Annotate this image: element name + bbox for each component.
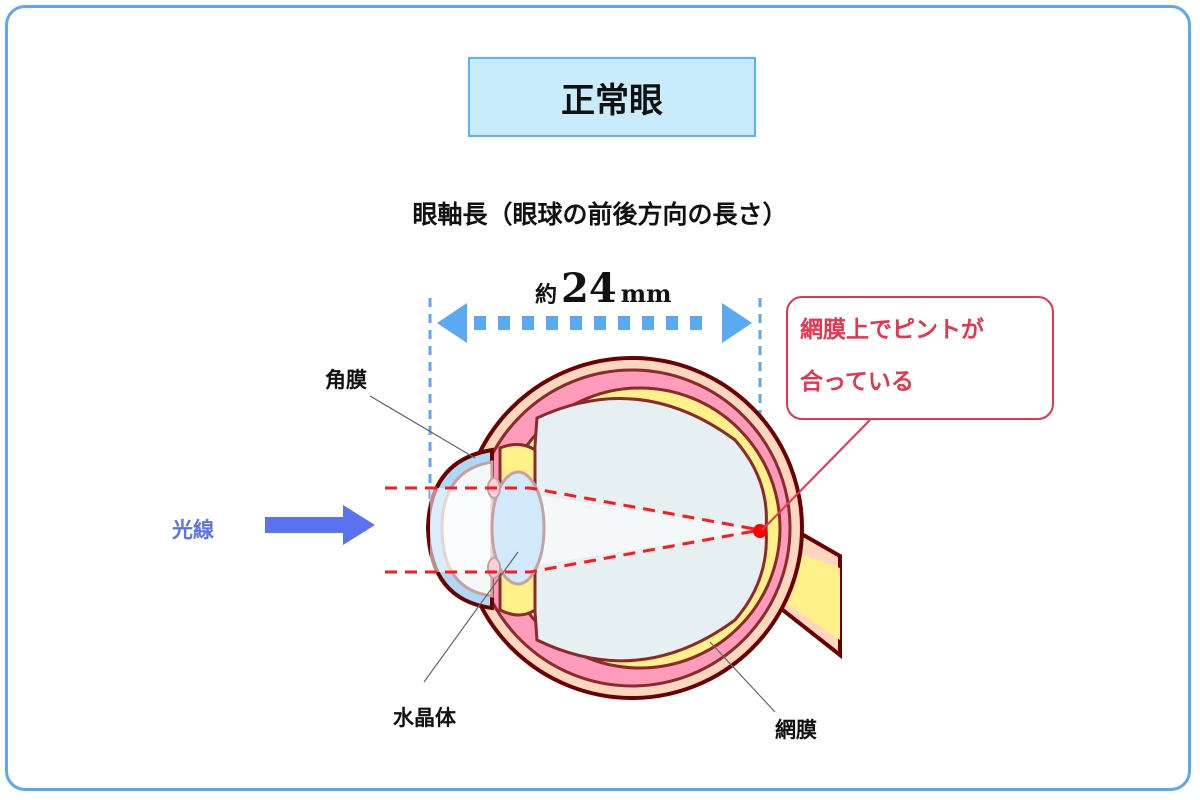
measure-prefix: 約 <box>535 282 558 308</box>
cornea-label: 角膜 <box>325 367 367 392</box>
lens-leader <box>423 551 519 683</box>
retina-leader <box>709 641 776 713</box>
measure-unit: mm <box>620 279 672 308</box>
callout-line-2: 合っている <box>800 369 914 395</box>
callout-leader <box>761 419 871 531</box>
retina-label: 網膜 <box>775 717 817 742</box>
double-arrow-icon <box>437 303 752 343</box>
diagram-subtitle: 眼軸長（眼球の前後方向の長さ） <box>412 200 788 229</box>
light-ray-bottom <box>385 528 761 574</box>
iris-bottom <box>487 557 501 579</box>
light-label: 光線 <box>172 517 214 542</box>
cornea-leader <box>369 395 476 459</box>
light-ray-top <box>385 486 761 532</box>
callout-line-1: 網膜上でピントが <box>800 317 984 343</box>
light-arrow-icon <box>265 505 375 545</box>
lens <box>490 470 546 586</box>
measure-value: 24 <box>561 265 617 312</box>
page-title: 正常眼 <box>468 57 756 137</box>
lens-label: 水晶体 <box>393 705 456 730</box>
diagram-frame <box>5 5 1191 791</box>
focus-callout: 網膜上でピントが 合っている <box>786 296 1054 420</box>
